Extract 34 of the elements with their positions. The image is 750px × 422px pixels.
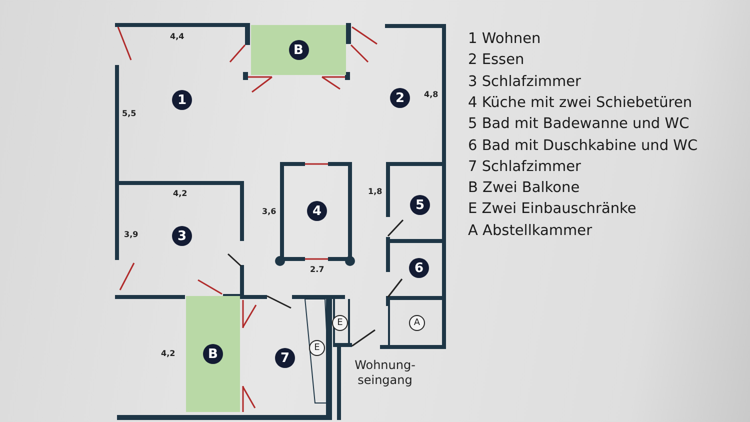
room-marker: 6 (409, 258, 429, 278)
dimension-label: 2.7 (310, 265, 324, 274)
room-marker: 4 (307, 201, 327, 221)
key-text: 2 Essen (468, 52, 524, 68)
dimension-label: 3,6 (262, 207, 276, 216)
dimension-label: 4,4 (170, 32, 184, 41)
closet-marker: E (309, 340, 325, 356)
dimension-label: 1,8 (368, 187, 382, 196)
key-text: B Zwei Balkone (468, 180, 580, 196)
balcony-area (251, 25, 346, 75)
dimension-label: 5,5 (122, 109, 136, 118)
room-marker: 5 (410, 195, 430, 215)
key-text: A Abstellkammer (468, 222, 592, 239)
key-text: 4 Küche mit zwei Schiebetüren (468, 94, 692, 111)
key-text: 6 Bad mit Duschkabine und WC (468, 138, 698, 154)
dimension-label: 3,9 (124, 230, 138, 239)
dimension-label: 4,2 (173, 189, 188, 198)
room-marker: B (288, 40, 308, 60)
closet-marker: A (409, 315, 425, 331)
dimension-label: 4,8 (424, 90, 438, 99)
key-text: 1 Wohnen (468, 31, 541, 47)
closet-marker: E (332, 315, 348, 331)
key-text: 7 Schlafzimmer (468, 158, 581, 175)
balcony-area (186, 296, 240, 412)
key-text: E Zwei Einbauschränke (468, 201, 636, 218)
room-marker: 3 (172, 226, 192, 246)
dimension-label: 4,2 (161, 349, 176, 358)
room-marker: B (203, 344, 223, 364)
key-text: 3 Schlafzimmer (468, 74, 581, 90)
room-marker: 1 (172, 90, 192, 110)
room-marker: 2 (390, 88, 410, 108)
entrance-label: Wohnung- seingang (354, 358, 416, 388)
room-marker: 7 (275, 348, 295, 368)
key-text: 5 Bad mit Badewanne und WC (468, 116, 690, 132)
